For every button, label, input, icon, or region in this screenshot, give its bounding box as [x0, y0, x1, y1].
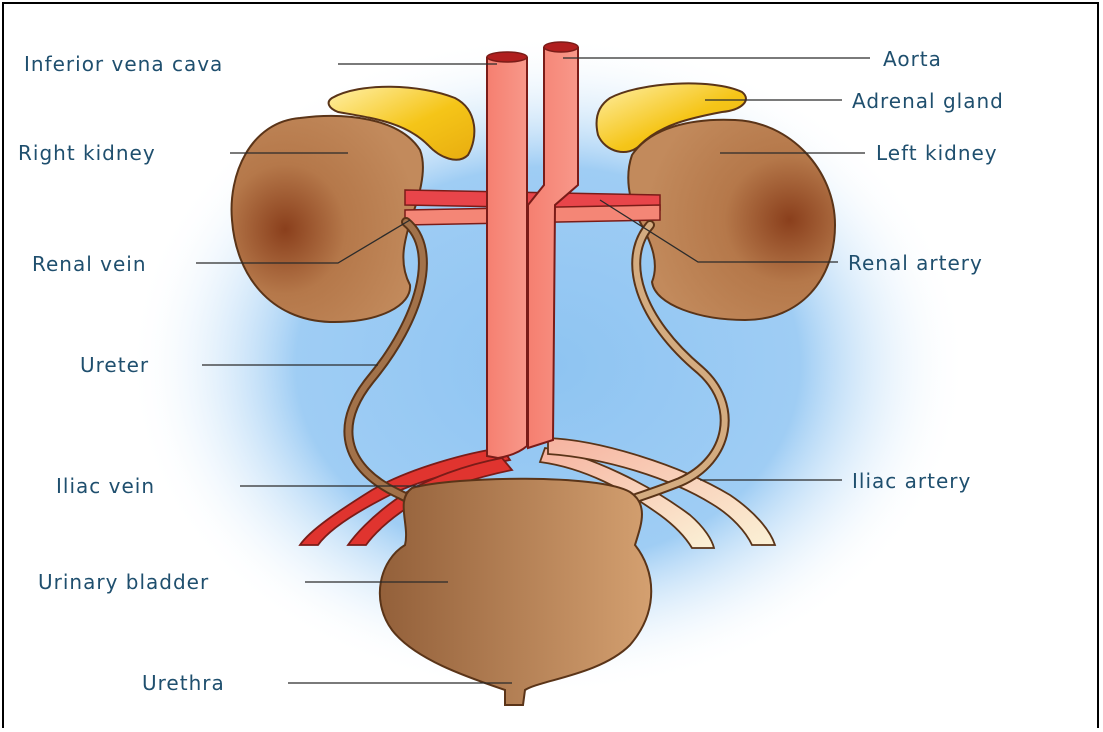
- label-left-kidney: Left kidney: [876, 141, 998, 165]
- label-urethra: Urethra: [142, 671, 225, 695]
- aorta-opening: [544, 42, 578, 52]
- label-aorta: Aorta: [883, 47, 942, 71]
- label-renal-artery: Renal artery: [848, 251, 983, 275]
- label-ureter: Ureter: [80, 353, 149, 377]
- right-kidney: [232, 116, 423, 322]
- label-renal-vein: Renal vein: [32, 252, 147, 276]
- label-adrenal-gland: Adrenal gland: [852, 89, 1004, 113]
- inferior-vena-cava-vessel: [487, 58, 527, 458]
- label-urinary-bladder: Urinary bladder: [38, 570, 209, 594]
- label-inferior-vena-cava: Inferior vena cava: [24, 52, 223, 76]
- label-iliac-vein: Iliac vein: [56, 474, 155, 498]
- label-iliac-artery: Iliac artery: [852, 469, 971, 493]
- label-right-kidney: Right kidney: [18, 141, 156, 165]
- vena-cava-opening: [487, 52, 527, 62]
